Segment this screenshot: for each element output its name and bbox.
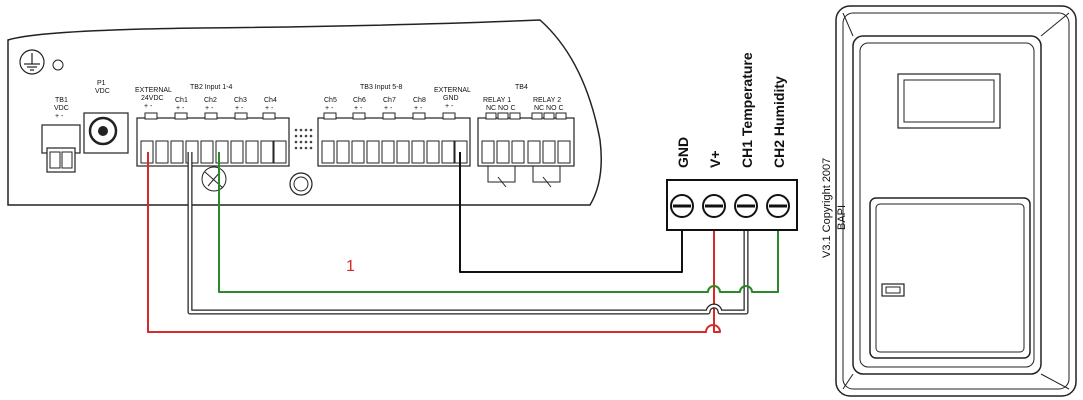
terminal-ch2-label: CH2 Humidity (771, 76, 787, 168)
ch3-label: Ch3 (234, 97, 247, 104)
ch4-polarity: + - (265, 105, 274, 112)
relay1-label: RELAY 1 (483, 97, 511, 104)
ch5-polarity: + - (325, 105, 334, 112)
sensor-copyright-label: V3.1 Copyright 2007 (821, 158, 833, 258)
ch2-polarity: + - (205, 105, 214, 112)
tb3-label: TB3 Input 5-8 (360, 84, 403, 91)
tb1-sub: VDC (54, 105, 69, 112)
terminal-ch1-label: CH1 Temperature (739, 52, 755, 168)
tb2-terminal-block[interactable] (136, 112, 290, 167)
sensor-brand-label: BAPI (836, 205, 848, 230)
ch2-label: Ch2 (204, 97, 217, 104)
ext24-label: EXTERNAL (135, 87, 172, 94)
black-wire (459, 152, 683, 273)
ext-gnd-label: EXTERNAL (434, 87, 471, 94)
tb2-label: TB2 Input 1-4 (190, 84, 233, 91)
relay1-contacts: NC NO C (486, 105, 516, 112)
ch7-label: Ch7 (383, 97, 396, 104)
terminal-vplus-label: V+ (707, 150, 723, 168)
ch7-polarity: + - (384, 105, 393, 112)
ch8-polarity: + - (414, 105, 423, 112)
wire-number-label: 1 (346, 258, 355, 275)
relay2-label: RELAY 2 (533, 97, 561, 104)
ch4-label: Ch4 (264, 97, 277, 104)
tb1-label: TB1 (55, 97, 68, 104)
ch1-polarity: + - (176, 105, 185, 112)
reset-button[interactable] (289, 172, 313, 196)
ch1-label: Ch1 (175, 97, 188, 104)
wires (147, 152, 779, 333)
ext-gnd-sub: GND (443, 95, 459, 102)
ch5-label: Ch5 (324, 97, 337, 104)
relay-symbol-icon (487, 166, 561, 188)
p1-label: P1 (97, 80, 106, 87)
tb4-label: TB4 (515, 84, 528, 91)
led-indicator-icon (52, 59, 64, 71)
ground-symbol-icon (19, 49, 45, 75)
ch8-label: Ch8 (413, 97, 426, 104)
tb4-terminal-block[interactable] (477, 112, 575, 167)
ext-gnd-polarity: + - (445, 103, 454, 110)
red-wire (147, 152, 721, 333)
pin-header-icon (294, 128, 313, 150)
ext24-sub: 24VDC (141, 95, 164, 102)
terminal-gnd-label: GND (675, 137, 691, 168)
screw-terminal-block[interactable] (666, 179, 798, 231)
p1-sub: VDC (95, 88, 110, 95)
tb1-polarity: + - (55, 113, 64, 120)
tb3-terminal-block[interactable] (317, 112, 471, 167)
ext24-polarity: + - (144, 103, 153, 110)
green-wire (218, 152, 779, 293)
sensor-enclosure (835, 5, 1077, 397)
ch6-label: Ch6 (353, 97, 366, 104)
tb1-connector[interactable] (41, 124, 81, 173)
ch3-polarity: + - (235, 105, 244, 112)
p1-barrel-jack[interactable] (83, 112, 129, 154)
relay2-contacts: NC NO C (534, 105, 564, 112)
ch6-polarity: + - (354, 105, 363, 112)
white-wire (188, 152, 748, 314)
